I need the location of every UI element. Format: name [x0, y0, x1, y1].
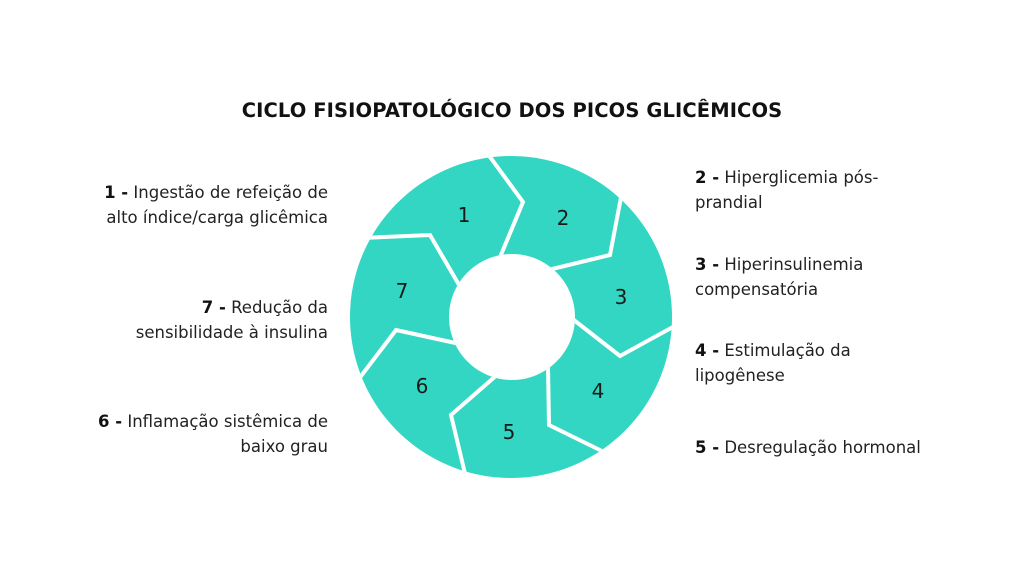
- label-step-5: 5 - Desregulação hormonal: [695, 435, 921, 460]
- label-step-4: 4 - Estimulação da lipogênese: [695, 338, 851, 388]
- step-text-line2: compensatória: [695, 280, 819, 299]
- step-number: 7 -: [201, 298, 226, 317]
- step-number: 3 -: [695, 255, 720, 274]
- step-text-line2: sensibilidade à insulina: [135, 323, 328, 342]
- label-step-2: 2 - Hiperglicemia pós- prandial: [695, 165, 878, 215]
- segment-number-2: 2: [557, 206, 570, 230]
- separator-1-2: [480, 156, 526, 263]
- step-number: 2 -: [695, 168, 720, 187]
- step-text-line2: lipogênese: [695, 366, 785, 385]
- separator-2-3: [547, 191, 624, 272]
- step-text: Estimulação da: [724, 341, 851, 360]
- segment-number-3: 3: [615, 285, 628, 309]
- segment-numbers: 1 2 3 4 5 6 7: [396, 203, 628, 444]
- separator-4-5: [546, 365, 611, 457]
- label-step-3: 3 - Hiperinsulinemia compensatória: [695, 252, 863, 302]
- label-step-7: 7 - Redução da sensibilidade à insulina: [136, 295, 328, 345]
- step-text-line2: alto índice/carga glicêmica: [106, 208, 328, 227]
- step-text: Hiperglicemia pós-: [724, 168, 879, 187]
- separator-6-7: [353, 327, 461, 386]
- segment-number-7: 7: [396, 279, 409, 303]
- step-text: Desregulação hormonal: [724, 438, 921, 457]
- segment-number-4: 4: [592, 379, 605, 403]
- label-step-6: 6 - Inflamação sistêmica de baixo grau: [98, 409, 328, 459]
- step-text-line2: baixo grau: [240, 437, 328, 456]
- step-number: 1 -: [104, 183, 129, 202]
- segment-separators: [353, 156, 673, 478]
- separator-3-4: [568, 315, 673, 359]
- segment-number-6: 6: [416, 374, 429, 398]
- step-text-line2: prandial: [695, 193, 763, 212]
- step-text: Inflamação sistêmica de: [127, 412, 328, 431]
- diagram-title: CICLO FISIOPATOLÓGICO DOS PICOS GLICÊMIC…: [241, 99, 783, 122]
- separator-7-1: [361, 232, 464, 292]
- separator-5-6: [448, 372, 500, 478]
- step-number: 5 -: [695, 438, 720, 457]
- label-step-1: 1 - Ingestão de refeição de alto índice/…: [104, 180, 328, 230]
- segment-number-5: 5: [503, 420, 516, 444]
- step-text: Hiperinsulinemia: [724, 255, 864, 274]
- segment-number-1: 1: [458, 203, 471, 227]
- step-number: 6 -: [98, 412, 123, 431]
- step-number: 4 -: [695, 341, 720, 360]
- step-text: Ingestão de refeição de: [133, 183, 328, 202]
- step-text: Redução da: [231, 298, 328, 317]
